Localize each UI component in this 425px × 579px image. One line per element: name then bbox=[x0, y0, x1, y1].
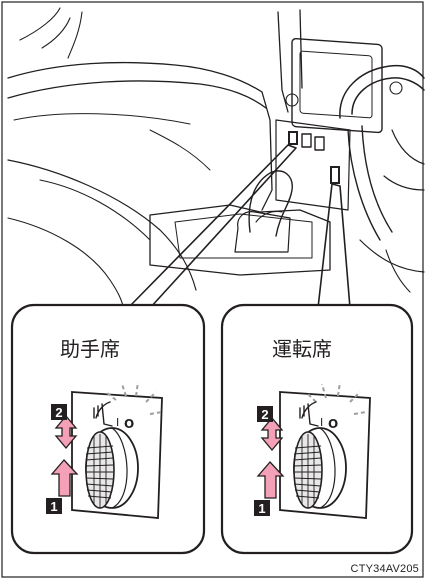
car-interior-scene bbox=[7, 7, 425, 311]
passenger-seat-title: 助手席 bbox=[60, 337, 120, 361]
svg-text:O: O bbox=[328, 417, 338, 431]
step-badge-1-label: 1 bbox=[50, 499, 57, 514]
driver-badge-1: 1 bbox=[254, 500, 270, 516]
seat-heater-icon bbox=[93, 401, 113, 427]
passenger-seat-panel: 助手席 I O bbox=[10, 303, 206, 555]
svg-text:I: I bbox=[320, 416, 323, 429]
driver-heater-switch: I O bbox=[279, 381, 371, 519]
up-arrow-icon bbox=[50, 459, 79, 497]
svg-text:O: O bbox=[124, 417, 134, 431]
driver-seat-panel: 運転席 I O bbox=[220, 303, 414, 555]
up-arrow-icon bbox=[256, 461, 285, 499]
step-badge-1-label: 1 bbox=[258, 501, 265, 516]
svg-text:I: I bbox=[116, 416, 119, 429]
double-arrow-icon bbox=[260, 416, 284, 452]
step-badge-2-label: 2 bbox=[55, 405, 62, 420]
double-arrow-icon bbox=[54, 414, 78, 450]
driver-badge-2: 2 bbox=[257, 406, 273, 422]
figure-reference-code: CTY34AV205 bbox=[350, 563, 419, 575]
passenger-arrows bbox=[50, 414, 79, 497]
driver-arrows bbox=[256, 416, 285, 499]
passenger-badge-1: 1 bbox=[46, 498, 62, 514]
seat-heater-icon bbox=[299, 401, 319, 427]
passenger-heater-switch: I O bbox=[71, 381, 163, 519]
step-badge-2-label: 2 bbox=[261, 407, 268, 422]
passenger-badge-2: 2 bbox=[51, 404, 67, 420]
driver-seat-title: 運転席 bbox=[272, 337, 332, 361]
callout-leaders bbox=[127, 144, 351, 309]
